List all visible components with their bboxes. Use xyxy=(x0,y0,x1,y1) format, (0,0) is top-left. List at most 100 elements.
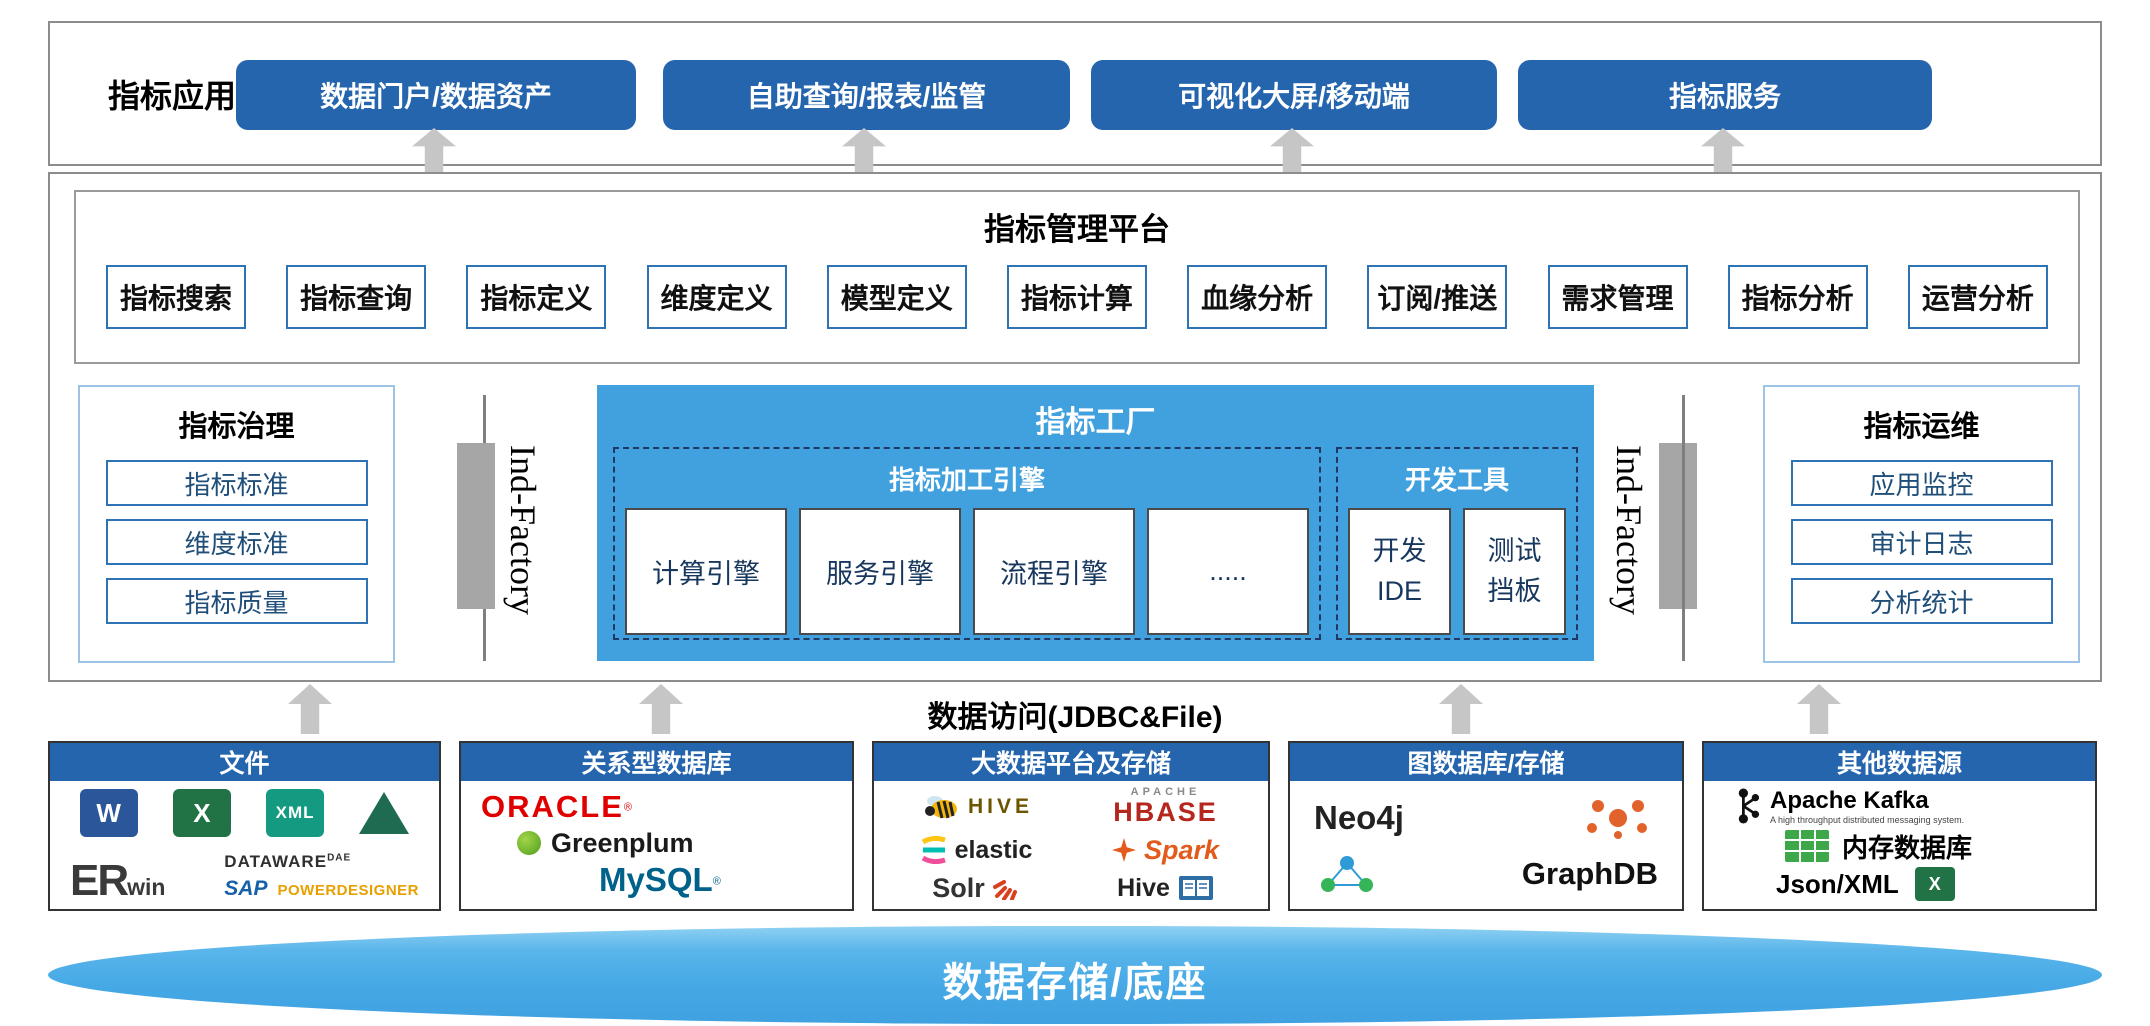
devtool-mock-line2: 挡板 xyxy=(1487,575,1542,606)
hive-logo: HIVE xyxy=(920,792,1033,822)
devtools-title: 开发工具 xyxy=(1404,465,1509,495)
hive-text: HIVE xyxy=(967,795,1033,819)
factory-box: 指标工厂 指标加工引擎 计算引擎 服务引擎 流程引擎 ..... 开发工具 xyxy=(597,385,1594,661)
ops-title: 指标运维 xyxy=(1863,411,1980,443)
platform-title: 指标管理平台 xyxy=(984,212,1170,247)
devtools-group: 开发工具 开发 IDE 测试 挡板 xyxy=(1336,447,1578,640)
source-other-title: 其他数据源 xyxy=(1704,743,2095,781)
hive-bee-icon xyxy=(924,796,957,819)
feature-indicator-query: 指标查询 xyxy=(286,265,427,329)
greenplum-logo: Greenplum xyxy=(517,828,832,859)
source-files-title: 文件 xyxy=(50,743,439,781)
greenplum-text: Greenplum xyxy=(551,827,694,858)
feature-operation-analysis: 运营分析 xyxy=(1907,265,2048,329)
solr-sun-icon xyxy=(992,880,1017,901)
word-icon: W xyxy=(79,789,138,837)
kafka-text-stack: Apache Kafka A high throughput distribut… xyxy=(1770,787,1964,825)
feature-indicator-define: 指标定义 xyxy=(466,265,607,329)
devtool-ide-line1: 开发 xyxy=(1372,536,1427,567)
hbase-logo: APACHE HBASE xyxy=(1113,786,1218,828)
devtool-mock: 测试 挡板 xyxy=(1463,508,1566,635)
graph-row-1: Neo4j xyxy=(1314,796,1658,840)
hbase-stack: APACHE HBASE xyxy=(1113,786,1218,828)
memdb-logo: 内存数据库 xyxy=(1784,828,2079,865)
network-icon xyxy=(1321,855,1373,892)
right-connector-line xyxy=(1682,395,1685,661)
engine-service: 服务引擎 xyxy=(799,508,961,635)
kafka-tagline: A high throughput distributed messaging … xyxy=(1770,814,1965,825)
triangle-icon xyxy=(359,792,410,834)
devtool-ide: 开发 IDE xyxy=(1348,508,1451,635)
word-icon-letter: W xyxy=(96,797,121,828)
mysql-logo: MySQL® xyxy=(599,861,832,899)
powerdesigner-logo: POWERDESIGNER xyxy=(277,882,419,899)
feature-row: 指标搜索 指标查询 指标定义 维度定义 模型定义 指标计算 血缘分析 订阅/推送… xyxy=(76,249,2078,329)
left-connector-bar xyxy=(457,443,495,609)
ind-factory-right-label: Ind-Factory xyxy=(1609,445,1649,615)
greenplum-icon xyxy=(517,831,541,855)
jsonxml-logo: Json/XML X xyxy=(1776,867,2079,901)
excel-icon-letter: X xyxy=(193,797,211,828)
application-row-box: 指标应用 数据门户/数据资产 自助查询/报表/监管 可视化大屏/移动端 指标服务 xyxy=(48,21,2102,166)
source-graphdb: 图数据库/存储 Neo4j xyxy=(1288,741,1684,911)
source-graphdb-body: Neo4j xyxy=(1290,781,1682,909)
data-storage-base: 数据存储/底座 xyxy=(48,926,2102,1024)
files-icons-row: W X XML xyxy=(62,789,427,837)
governance-title: 指标治理 xyxy=(178,411,295,443)
devtools-row: 开发 IDE 测试 挡板 xyxy=(1338,508,1576,635)
governance-panel: 指标治理 指标标准 维度标准 指标质量 xyxy=(78,385,395,663)
hive-second-logo: Hive xyxy=(1117,874,1214,903)
spark-star-icon xyxy=(1111,838,1136,863)
engine-compute: 计算引擎 xyxy=(625,508,787,635)
feature-model-define: 模型定义 xyxy=(826,265,967,329)
data-storage-base-label: 数据存储/底座 xyxy=(942,961,1208,1005)
factory-body: 指标加工引擎 计算引擎 服务引擎 流程引擎 ..... 开发工具 开发 IDE xyxy=(613,447,1578,643)
feature-subscribe-push: 订阅/推送 xyxy=(1367,265,1508,329)
kafka-icon xyxy=(1738,788,1760,824)
solr-text: Solr xyxy=(932,872,985,903)
feature-demand-management: 需求管理 xyxy=(1547,265,1688,329)
source-rdbms-body: ORACLE® Greenplum MySQL® xyxy=(461,781,852,909)
source-bigdata: 大数据平台及存储 HIVE APACHE HBASE xyxy=(872,741,1270,911)
source-graphdb-title: 图数据库/存储 xyxy=(1290,743,1682,781)
elastic-icon xyxy=(921,836,946,865)
source-rdbms: 关系型数据库 ORACLE® Greenplum MySQL® xyxy=(459,741,854,911)
book-icon xyxy=(1178,876,1213,901)
ops-item-audit-log: 审计日志 xyxy=(1790,519,2053,565)
data-access-label: 数据访问(JDBC&File) xyxy=(927,701,1223,734)
spark-text: Spark xyxy=(1143,834,1220,865)
mysql-reg: ® xyxy=(712,875,721,888)
solr-logo: Solr xyxy=(932,873,1021,904)
graphdb-text: GraphDB xyxy=(1521,855,1658,891)
kafka-logo: Apache Kafka A high throughput distribut… xyxy=(1736,787,2079,825)
factory-title: 指标工厂 xyxy=(1035,406,1156,439)
molecule-icon xyxy=(1587,799,1647,839)
feature-lineage-analysis: 血缘分析 xyxy=(1187,265,1328,329)
xml-icon: XML xyxy=(266,789,325,837)
table-icon xyxy=(1785,830,1829,862)
excel-icon: X xyxy=(172,789,231,837)
neo4j-text: Neo4j xyxy=(1314,798,1404,836)
feature-indicator-search: 指标搜索 xyxy=(106,265,246,329)
processing-engines-group: 指标加工引擎 计算引擎 服务引擎 流程引擎 ..... xyxy=(613,447,1321,640)
sap-logo: SAP xyxy=(224,877,268,900)
oracle-text: ORACLE xyxy=(481,789,624,824)
ops-panel: 指标运维 应用监控 审计日志 分析统计 xyxy=(1763,385,2080,663)
app-button-self-service-query: 自助查询/报表/监管 xyxy=(663,60,1070,130)
oracle-logo: ORACLE® xyxy=(481,789,832,825)
excel-icon: X xyxy=(1914,867,1955,901)
source-bigdata-body: HIVE APACHE HBASE elastic xyxy=(874,781,1268,909)
governance-item-quality: 指标质量 xyxy=(105,578,368,624)
processing-engines-title: 指标加工引擎 xyxy=(888,465,1045,495)
elastic-text: elastic xyxy=(954,835,1033,864)
jsonxml-text: Json/XML xyxy=(1776,868,1899,899)
erwin-logo-er: ER xyxy=(70,856,129,905)
engine-process: 流程引擎 xyxy=(973,508,1135,635)
xml-icon-letter: XML xyxy=(275,803,315,822)
app-button-data-portal: 数据门户/数据资产 xyxy=(236,60,636,130)
application-row-title: 指标应用 xyxy=(108,77,237,114)
graph-row-2: GraphDB xyxy=(1314,853,1658,895)
